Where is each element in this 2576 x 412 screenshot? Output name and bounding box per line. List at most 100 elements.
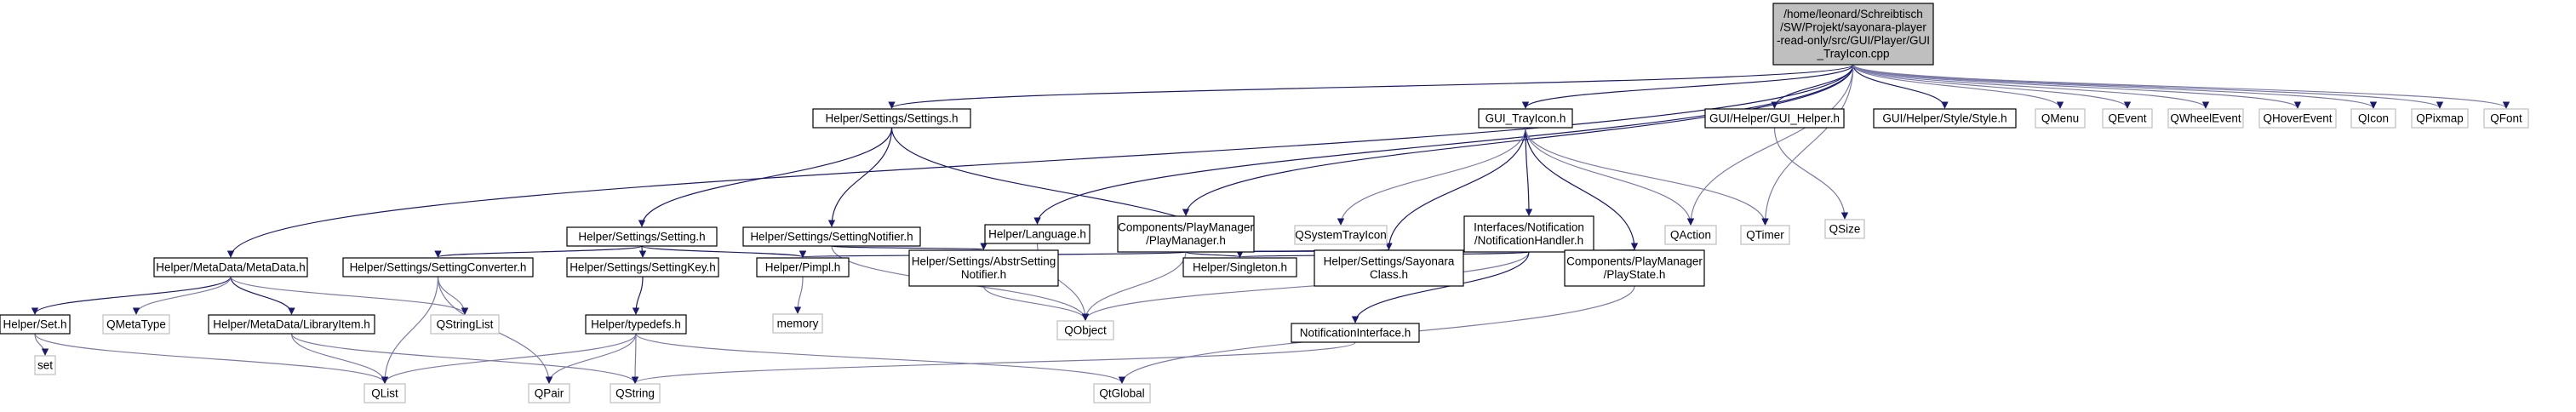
- node-box: [566, 257, 719, 278]
- node-label: Helper/MetaData/LibraryItem.h: [213, 318, 370, 330]
- node-metadata_h[interactable]: Helper/MetaData/MetaData.h: [153, 257, 308, 278]
- node-language_h[interactable]: Helper/Language.h: [984, 224, 1091, 244]
- node-box: [908, 249, 1059, 287]
- node-qicon: QIcon: [2350, 108, 2396, 129]
- node-settingkey_h[interactable]: Helper/Settings/SettingKey.h: [566, 257, 719, 278]
- edge-set_h-to-qlist: [34, 333, 389, 384]
- edge-metadata_h-to-libraryitem_h: [230, 276, 295, 315]
- node-playmanager_h[interactable]: Components/PlayManager/PlayManager.h: [1117, 215, 1255, 253]
- node-box: [1182, 257, 1297, 278]
- node-label: Helper/Settings/Setting.h: [578, 230, 705, 243]
- edge-notificationhandler_h-to-qobject: [1081, 251, 1530, 321]
- edge-setting_h-to-settingkey_h: [638, 245, 647, 258]
- edge-settingkey_h-to-typedefs_h: [632, 276, 644, 315]
- edge-root-to-qfont: [1852, 64, 2510, 109]
- edge-metadata_h-to-qstringlist: [230, 276, 469, 315]
- edge-typedefs_h-to-qpair: [545, 333, 637, 384]
- edge-root-to-playmanager_h: [1182, 64, 1854, 216]
- node-settingconverter_h[interactable]: Helper/Settings/SettingConverter.h: [342, 257, 534, 278]
- node-pimpl_h[interactable]: Helper/Pimpl.h: [756, 257, 850, 278]
- node-label: GUI/Helper/GUI_Helper.h: [1709, 112, 1840, 124]
- node-box: [1704, 108, 1845, 129]
- node-label: Class.h: [1370, 268, 1408, 281]
- node-label: QtGlobal: [1099, 386, 1144, 399]
- node-label: QSystemTrayIcon: [1295, 228, 1387, 241]
- node-label: GUI/Helper/Style/Style.h: [1882, 112, 2006, 124]
- node-setting_h[interactable]: Helper/Settings/Setting.h: [566, 226, 718, 247]
- edge-gui_trayicon_h-to-qsystemtrayicon: [1337, 127, 1526, 226]
- edge-root-to-language_h: [1033, 64, 1854, 225]
- node-label: QPixmap: [2416, 112, 2464, 124]
- edge-typedefs_h-to-qtglobal: [635, 333, 1126, 384]
- edge-root-to-qhoverevent: [1852, 64, 2302, 109]
- node-box: [1564, 249, 1705, 287]
- edge-libraryitem_h-to-qlist: [290, 333, 389, 384]
- node-style_h[interactable]: GUI/Helper/Style/Style.h: [1873, 108, 2017, 129]
- edge-typedefs_h-to-qstring: [631, 333, 639, 384]
- node-box: [1291, 323, 1420, 343]
- node-notificationhandler_h[interactable]: Interfaces/Notification/NotificationHand…: [1463, 215, 1594, 253]
- edge-root-to-gui_trayicon_h: [1521, 64, 1854, 109]
- node-label: Helper/Settings/AbstrSetting: [912, 255, 1056, 268]
- node-label: QWheelEvent: [2170, 112, 2241, 124]
- node-root[interactable]: /home/leonard/Schreibtisch/SW/Projekt/sa…: [1772, 3, 1934, 66]
- node-label: Interfaces/Notification: [1474, 221, 1584, 234]
- edge-gui_helper_h-to-qsize: [1773, 127, 1849, 220]
- node-label: memory: [777, 317, 819, 329]
- node-label: Helper/Language.h: [988, 227, 1086, 240]
- node-label: Helper/MetaData/MetaData.h: [156, 260, 306, 273]
- node-box: [2258, 108, 2337, 129]
- node-box: [2411, 108, 2469, 129]
- node-notificationinterface_h[interactable]: NotificationInterface.h: [1291, 323, 1420, 343]
- edge-root-to-settings_h: [888, 64, 1854, 109]
- node-libraryitem_h[interactable]: Helper/MetaData/LibraryItem.h: [208, 314, 375, 335]
- node-gui_trayicon_h[interactable]: GUI_TrayIcon.h: [1478, 108, 1573, 129]
- node-box: [364, 383, 406, 403]
- node-box: [1294, 225, 1388, 245]
- node-qstring: QString: [610, 383, 661, 403]
- node-qtimer: QTimer: [1740, 225, 1790, 245]
- node-playstate_h[interactable]: Components/PlayManager/PlayState.h: [1564, 249, 1705, 287]
- node-settings_h[interactable]: Helper/Settings/Settings.h: [812, 108, 971, 129]
- node-label: QMetaType: [106, 318, 166, 330]
- node-box: [566, 226, 718, 247]
- edge-gui_trayicon_h-to-notificationhandler_h: [1525, 127, 1533, 216]
- node-gui_helper_h[interactable]: GUI/Helper/GUI_Helper.h: [1704, 108, 1845, 129]
- edge-libraryitem_h-to-qstring: [290, 333, 639, 384]
- node-box: [756, 257, 850, 278]
- edge-root-to-qwheelevent: [1852, 64, 2210, 109]
- node-qfont: QFont: [2483, 108, 2529, 129]
- edge-root-to-qevent: [1852, 64, 2132, 109]
- edge-setting_h-to-settingconverter_h: [434, 245, 643, 258]
- node-box: [742, 226, 921, 247]
- node-label: /SW/Projekt/sayonara-player: [1780, 21, 1926, 34]
- node-box: [528, 383, 570, 403]
- node-label: Components/PlayManager: [1566, 255, 1703, 268]
- edge-playmanager_h-to-singleton_h: [1185, 250, 1244, 258]
- edge-gui_trayicon_h-to-qtimer: [1525, 127, 1769, 226]
- node-qwheelevent: QWheelEvent: [2167, 108, 2244, 129]
- node-qsize: QSize: [1824, 219, 1865, 239]
- node-label: -read-only/src/GUI/Player/GUI: [1777, 34, 1930, 47]
- node-label: set: [37, 358, 53, 371]
- edge-root-to-style_h: [1852, 64, 1949, 109]
- node-label: Helper/Singleton.h: [1193, 260, 1287, 273]
- edge-root-to-qmenu: [1852, 64, 2064, 109]
- node-box: [1463, 215, 1594, 253]
- node-box: [102, 314, 170, 335]
- node-typedefs_h[interactable]: Helper/typedefs.h: [585, 314, 687, 335]
- node-settingnotifier_h[interactable]: Helper/Settings/SettingNotifier.h: [742, 226, 921, 247]
- edge-gui_trayicon_h-to-qaction: [1525, 127, 1695, 226]
- node-qmenu: QMenu: [2035, 108, 2086, 129]
- node-label: /PlayState.h: [1604, 268, 1666, 281]
- node-set_h[interactable]: Helper/Set.h: [0, 314, 71, 335]
- edge-metadata_h-to-set_h: [31, 276, 232, 315]
- node-label: Helper/typedefs.h: [591, 318, 681, 330]
- node-label: QFont: [2490, 112, 2522, 124]
- node-singleton_h[interactable]: Helper/Singleton.h: [1182, 257, 1297, 278]
- node-label: Components/PlayManager: [1118, 221, 1254, 234]
- node-set: set: [34, 355, 56, 375]
